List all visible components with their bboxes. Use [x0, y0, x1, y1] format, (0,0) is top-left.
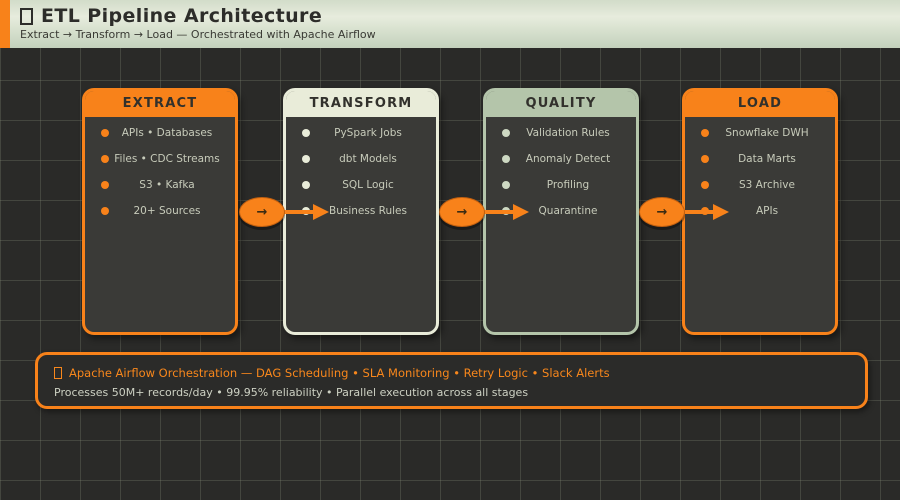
stage-title-transform: TRANSFORM — [286, 91, 436, 117]
page-title: ETL Pipeline Architecture — [41, 5, 323, 27]
bullet-icon — [701, 181, 709, 189]
stage-items-load: Snowflake DWH Data Marts S3 Archive APIs — [685, 117, 835, 224]
orchestration-line: Apache Airflow Orchestration — DAG Sched… — [54, 366, 849, 380]
bullet-icon — [701, 129, 709, 137]
item-label: SQL Logic — [342, 179, 394, 191]
bullet-icon — [101, 207, 109, 215]
list-item: SQL Logic — [286, 172, 436, 198]
header-banner: ETL Pipeline Architecture Extract → Tran… — [0, 0, 900, 48]
list-item: APIs • Databases — [85, 120, 235, 146]
item-label: Profiling — [546, 179, 590, 191]
item-label: Snowflake DWH — [725, 127, 809, 139]
list-item: Data Marts — [685, 146, 835, 172]
bullet-icon — [302, 181, 310, 189]
airflow-orchestration-banner: Apache Airflow Orchestration — DAG Sched… — [35, 352, 868, 409]
connector-transform-quality: → — [439, 195, 531, 229]
item-label: APIs — [755, 205, 779, 217]
stage-items-extract: APIs • Databases Files • CDC Streams S3 … — [85, 117, 235, 224]
stage-card-load: LOAD Snowflake DWH Data Marts S3 Archive… — [682, 88, 838, 335]
connector-quality-load: → — [639, 195, 731, 229]
arrow-pill: → — [239, 197, 285, 227]
bullet-icon — [302, 155, 310, 163]
bullet-icon — [502, 155, 510, 163]
throughput-text: Processes 50M+ records/day • 99.95% reli… — [54, 386, 529, 399]
bullet-icon — [101, 129, 109, 137]
item-label: Data Marts — [738, 153, 796, 165]
title-row: ETL Pipeline Architecture — [20, 5, 900, 27]
item-label: dbt Models — [339, 153, 397, 165]
arrow-glyph: → — [656, 204, 668, 220]
list-item: Profiling — [486, 172, 636, 198]
arrow-icon — [483, 204, 529, 220]
item-label: S3 Archive — [739, 179, 795, 191]
stage-title-extract: EXTRACT — [85, 91, 235, 117]
item-label: PySpark Jobs — [334, 127, 402, 139]
bullet-icon — [101, 181, 109, 189]
item-label: 20+ Sources — [133, 205, 201, 217]
item-label: Files • CDC Streams — [114, 153, 220, 165]
stage-title-load: LOAD — [685, 91, 835, 117]
stage-items-transform: PySpark Jobs dbt Models SQL Logic Busine… — [286, 117, 436, 224]
item-label: Validation Rules — [526, 127, 610, 139]
bullet-icon — [302, 129, 310, 137]
bullet-icon — [502, 181, 510, 189]
arrow-pill: → — [639, 197, 685, 227]
list-item: PySpark Jobs — [286, 120, 436, 146]
bullet-icon — [701, 155, 709, 163]
footer-missing-glyph-icon — [54, 367, 62, 379]
list-item: Anomaly Detect — [486, 146, 636, 172]
item-label: Quarantine — [538, 205, 598, 217]
list-item: Files • CDC Streams — [85, 146, 235, 172]
item-label: APIs • Databases — [121, 127, 213, 139]
list-item: Snowflake DWH — [685, 120, 835, 146]
stage-title-quality: QUALITY — [486, 91, 636, 117]
item-label: Business Rules — [329, 205, 407, 217]
arrow-glyph: → — [256, 204, 268, 220]
bullet-icon — [502, 129, 510, 137]
list-item: S3 • Kafka — [85, 172, 235, 198]
title-missing-glyph-icon — [20, 8, 33, 25]
page-subtitle: Extract → Transform → Load — Orchestrate… — [20, 28, 376, 41]
arrow-icon — [283, 204, 329, 220]
orchestration-text: Apache Airflow Orchestration — DAG Sched… — [69, 366, 610, 380]
arrow-pill: → — [439, 197, 485, 227]
item-label: Anomaly Detect — [525, 153, 611, 165]
list-item: Validation Rules — [486, 120, 636, 146]
connector-extract-transform: → — [239, 195, 331, 229]
arrow-glyph: → — [456, 204, 468, 220]
list-item: dbt Models — [286, 146, 436, 172]
item-label: S3 • Kafka — [139, 179, 195, 191]
list-item: S3 Archive — [685, 172, 835, 198]
stage-items-quality: Validation Rules Anomaly Detect Profilin… — [486, 117, 636, 224]
arrow-icon — [683, 204, 729, 220]
bullet-icon — [101, 155, 109, 163]
list-item: 20+ Sources — [85, 198, 235, 224]
stage-card-extract: EXTRACT APIs • Databases Files • CDC Str… — [82, 88, 238, 335]
